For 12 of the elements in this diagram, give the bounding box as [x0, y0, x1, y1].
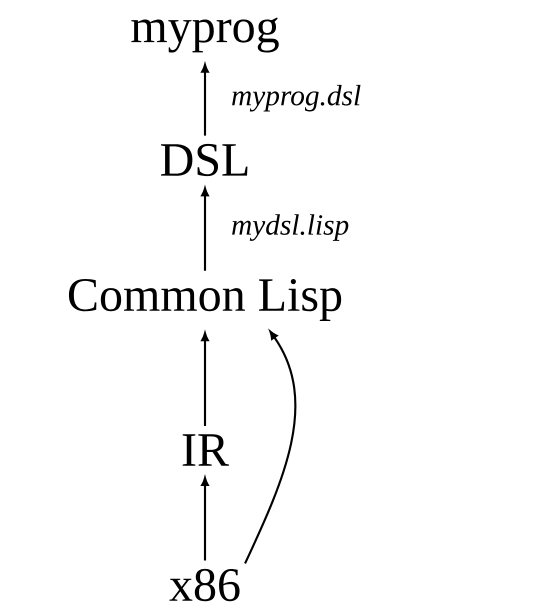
edge-label: myprog.dsl [232, 84, 360, 112]
edge-label: mydsl.lisp [232, 214, 348, 241]
arrow [201, 64, 209, 136]
arrow [201, 332, 209, 426]
arrow [244, 330, 296, 564]
arrow [201, 188, 209, 271]
layer-label: myprog [131, 18, 279, 52]
arrow [201, 477, 209, 561]
layer-label: x86 [169, 568, 240, 602]
layer-label: Common Lisp [68, 279, 342, 321]
layer-label: DSL [161, 144, 248, 176]
layer-label: IR [182, 434, 229, 466]
